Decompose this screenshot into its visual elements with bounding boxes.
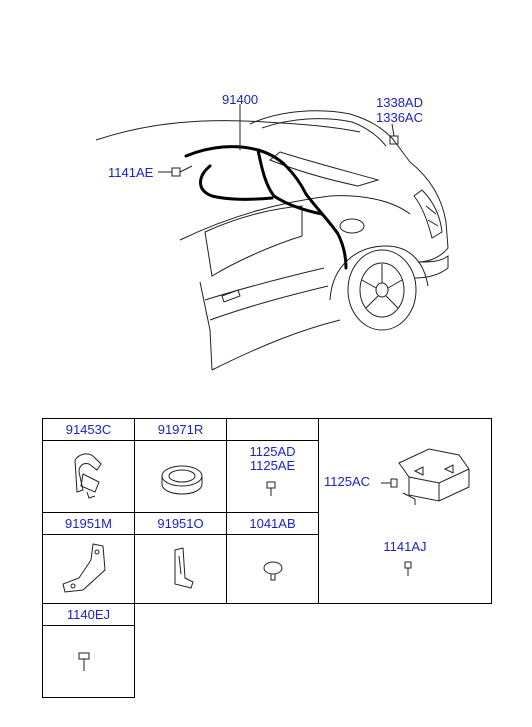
part-number-1041AB[interactable]: 1041AB [227, 513, 318, 535]
bolt-icon [78, 652, 90, 671]
wheel-arch [329, 245, 429, 301]
part-number-1125AD[interactable]: 1125AD [249, 444, 296, 459]
callout-1336AC[interactable]: 1336AC [376, 110, 423, 125]
callout-91400[interactable]: 91400 [222, 92, 259, 107]
screw-icon [404, 561, 412, 576]
rear-window-outline [249, 110, 411, 163]
top-bolt-icon [389, 135, 399, 145]
door-window [204, 205, 303, 277]
rear-window-inner [261, 118, 387, 147]
part-number-1141AJ[interactable]: 1141AJ [383, 539, 427, 554]
parts-cell-91951O: 91951O [134, 512, 227, 604]
part-number-1140EJ[interactable]: 1140EJ [43, 604, 134, 626]
part-number-91951M[interactable]: 91951M [43, 513, 134, 535]
grommet-icon [161, 465, 203, 495]
bracket-assembly-icon [381, 448, 470, 505]
rim-spokes [361, 264, 403, 309]
callout-1141AE[interactable]: 1141AE [108, 165, 154, 180]
plug-icon [263, 561, 283, 581]
door-body-line [204, 267, 325, 301]
part-number-1125AE[interactable]: 1125AE [249, 458, 296, 473]
bolt-icon [266, 481, 276, 496]
wiring-harness-91400 [184, 145, 348, 270]
part-number-1125AC[interactable]: 1125AC [324, 474, 371, 489]
callout-1338AD[interactable]: 1338AD [376, 95, 423, 110]
fuel-flap [339, 218, 365, 234]
small-bracket-icon [174, 547, 194, 589]
rear-body-outline [409, 161, 449, 263]
wire-clip-icon [74, 453, 102, 499]
parts-cell-1140EJ: 1140EJ [42, 603, 135, 698]
parts-cell-1041AB: 1041AB [226, 512, 319, 604]
parts-cell-1141AJ: 1141AJ [318, 512, 492, 604]
door-handle [221, 289, 241, 303]
parts-cell-91951M: 91951M [42, 512, 135, 604]
part-number-91951O[interactable]: 91951O [135, 513, 226, 535]
car-roof-outline [95, 120, 361, 141]
car-wiring-diagram: 91400 1338AD 1336AC 1141AE [95, 92, 449, 371]
rear-rim [359, 262, 405, 318]
spoiler-outline [269, 151, 380, 187]
door-body-line-2 [209, 285, 329, 321]
side-body-upper [179, 195, 411, 241]
left-screw-icon [171, 165, 193, 177]
mounting-bracket-icon [62, 543, 106, 593]
parts-cell-91453C: 91453C [42, 418, 135, 513]
rear-bumper [413, 255, 449, 279]
leader-1338AD [391, 123, 395, 137]
car-illustration [95, 104, 449, 371]
part-number-91453C[interactable]: 91453C [43, 419, 134, 441]
tail-light-inner [425, 205, 439, 227]
rear-tyre [347, 249, 417, 331]
parts-table: 91453C 91971R 1125AD 1125AE [42, 418, 492, 698]
tail-light [413, 189, 443, 239]
parts-cell-1125AD: 1125AD 1125AE [226, 418, 319, 513]
wheel-hub [375, 282, 389, 298]
part-number-91971R[interactable]: 91971R [135, 419, 226, 441]
side-skirt [211, 319, 341, 371]
empty-header [227, 419, 318, 441]
door-outline [199, 281, 213, 371]
parts-cell-91971R: 91971R [134, 418, 227, 513]
